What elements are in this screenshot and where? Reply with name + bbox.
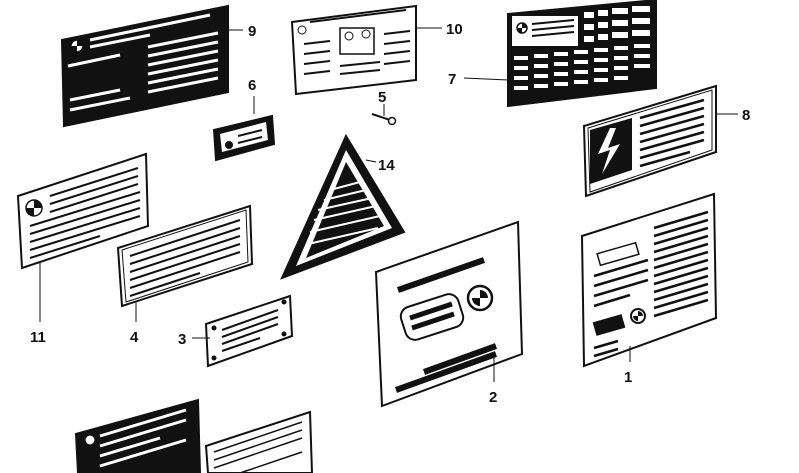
label-part-3 [192, 294, 294, 368]
callout-14: 14 [378, 157, 395, 174]
pin-rivet-icon [371, 104, 397, 126]
callout-6: 6 [248, 77, 256, 94]
callout-2: 2 [489, 389, 497, 406]
bmw-roundel-icon [466, 284, 494, 312]
label-part-1 [580, 192, 718, 368]
label-part-6 [212, 96, 276, 162]
callout-11: 11 [30, 329, 46, 346]
bmw-roundel-icon [84, 434, 96, 446]
warning-triangle-icon [280, 133, 406, 280]
label-part-9 [60, 4, 243, 128]
callout-4: 4 [130, 329, 139, 346]
label-part-7 [463, 0, 657, 108]
callout-5: 5 [378, 89, 386, 106]
label-bottom-left-dark [74, 398, 202, 473]
label-part-11 [16, 152, 150, 322]
callout-7: 7 [448, 71, 456, 88]
bmw-roundel-icon [70, 39, 84, 53]
bmw-roundel-icon [516, 22, 528, 34]
callout-10: 10 [446, 21, 463, 38]
label-part-2 [374, 220, 524, 408]
label-part-10 [290, 4, 442, 96]
callout-1: 1 [624, 369, 632, 386]
label-part-4 [116, 204, 254, 322]
label-part-8 [582, 84, 738, 198]
label-bottom-center-light [204, 410, 314, 473]
bmw-roundel-icon [630, 308, 646, 324]
callout-3: 3 [178, 331, 186, 348]
callout-9: 9 [248, 23, 256, 40]
bmw-roundel-icon [25, 199, 43, 217]
callout-8: 8 [742, 107, 750, 124]
bmw-roundel-icon [297, 25, 307, 35]
high-voltage-bolt-icon [590, 118, 632, 184]
